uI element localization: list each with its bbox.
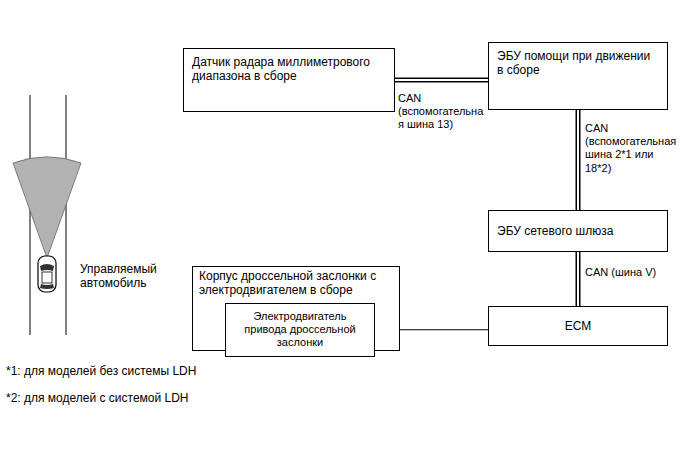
node-text: Корпус дроссельной заслонки с электродви…: [199, 269, 393, 298]
can-bus-line: [395, 80, 488, 81]
footnote: *2: для моделей с системой LDH: [6, 391, 406, 405]
bus-label: CAN (вспомогательная шина 13): [398, 92, 484, 132]
node-text: Электродвигатель привода дроссельной зас…: [234, 310, 366, 350]
lane-line: [66, 95, 67, 335]
motor-box: Электродвигатель привода дроссельной зас…: [225, 303, 375, 357]
vehicle-label: Управляемый автомобиль: [80, 262, 180, 291]
gateway-box: ЭБУ сетевого шлюза: [488, 210, 668, 252]
can-bus-line: [578, 110, 579, 210]
car-icon: [38, 256, 56, 292]
node-text: ЭБУ сетевого шлюза: [497, 224, 613, 238]
radar-cone: [13, 157, 81, 258]
node-text: Датчик радара миллиметрового диапазона в…: [192, 55, 386, 84]
ecm-box: ECM: [488, 306, 668, 346]
node-text: ЭБУ помощи при движении в сборе: [497, 49, 659, 78]
can-bus-line: [578, 252, 579, 306]
bus-label: CAN (вспомогательная шина 2*1 или 18*2): [585, 122, 681, 175]
footnote: *1: для моделей без системы LDH: [6, 364, 406, 378]
lane-line: [30, 95, 31, 335]
radar-sensor-box: Датчик радара миллиметрового диапазона в…: [183, 48, 395, 112]
node-text: ECM: [565, 319, 592, 333]
bus-label: CAN (шина V): [585, 266, 681, 279]
ecu-box: ЭБУ помощи при движении в сборе: [488, 42, 668, 110]
throttle-body-box: Корпус дроссельной заслонки с электродви…: [192, 266, 400, 351]
